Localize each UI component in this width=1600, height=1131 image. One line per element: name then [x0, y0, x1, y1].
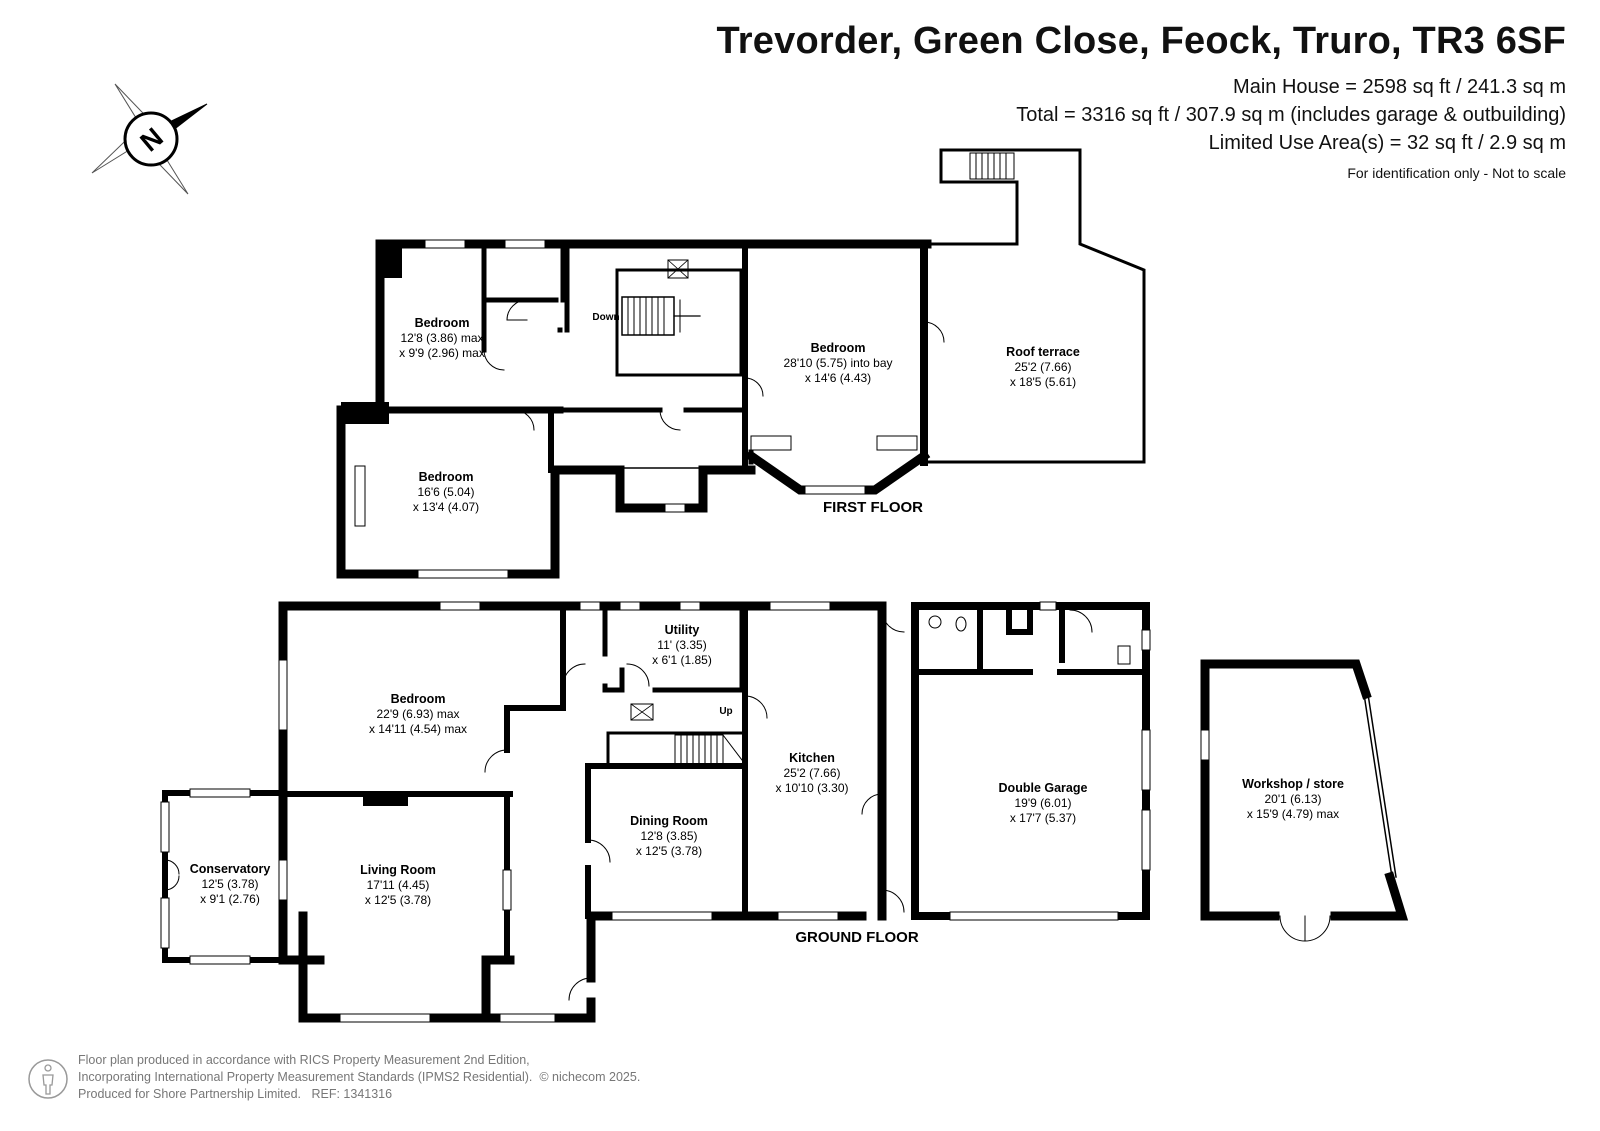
gf-room-dim1-6: 12'5 (3.78) — [202, 877, 259, 891]
limited-use-area: Limited Use Area(s) = 32 sq ft / 2.9 sq … — [1208, 132, 1566, 154]
ff-room-dim2-3: x 13'4 (4.07) — [413, 500, 479, 514]
gf-room-dim2-5: x 12'5 (3.78) — [636, 844, 702, 858]
ff-room-name-0: Bedroom — [415, 316, 470, 330]
total-area: Total = 3316 sq ft / 307.9 sq m (include… — [1016, 104, 1566, 126]
main-house-area: Main House = 2598 sq ft / 241.3 sq m — [1233, 76, 1566, 98]
gf-room-name-5: Dining Room — [630, 814, 708, 828]
ff-room-dim1-0: 12'8 (3.86) max — [401, 331, 484, 345]
ff-room-name-2: Roof terrace — [1006, 345, 1080, 359]
ff-room-dim2-0: x 9'9 (2.96) max — [399, 346, 485, 360]
first-floor-plan — [336, 148, 1146, 579]
footer-line-3-text: Produced for Shore Partnership Limited. — [78, 1087, 302, 1101]
ff-room-dim1-2: 25'2 (7.66) — [1015, 360, 1072, 374]
gf-stair-label: Up — [719, 706, 732, 717]
ff-room-dim2-2: x 18'5 (5.61) — [1010, 375, 1076, 389]
footer-line-1: Floor plan produced in accordance with R… — [78, 1053, 530, 1067]
scale-note: For identification only - Not to scale — [1347, 165, 1566, 181]
gf-room-dim2-0: x 6'1 (1.85) — [652, 653, 712, 667]
ground-floor-plan — [160, 601, 1409, 1023]
gf-room-name-4: Workshop / store — [1242, 777, 1344, 791]
ground-floor-label: GROUND FLOOR — [795, 929, 918, 946]
gf-room-dim2-4: x 15'9 (4.79) max — [1247, 807, 1339, 821]
gf-room-dim1-4: 20'1 (6.13) — [1265, 792, 1322, 806]
ff-room-dim1-1: 28'10 (5.75) into bay — [783, 356, 892, 370]
gf-room-name-2: Kitchen — [789, 751, 835, 765]
gf-room-name-7: Living Room — [360, 863, 436, 877]
gf-room-name-6: Conservatory — [190, 862, 271, 876]
footer-line-2-text: Incorporating International Property Mea… — [78, 1070, 533, 1084]
gf-room-name-3: Double Garage — [999, 781, 1088, 795]
gf-room-dim2-6: x 9'1 (2.76) — [200, 892, 260, 906]
footer-copyright: © nichecom 2025. — [539, 1070, 641, 1084]
gf-room-dim1-0: 11' (3.35) — [657, 638, 706, 652]
gf-room-dim1-1: 22'9 (6.93) max — [377, 707, 460, 721]
footer-line-3: Produced for Shore Partnership Limited. … — [78, 1086, 640, 1103]
gf-room-dim1-2: 25'2 (7.66) — [784, 766, 841, 780]
gf-room-name-1: Bedroom — [391, 692, 446, 706]
page-title: Trevorder, Green Close, Feock, Truro, TR… — [716, 20, 1566, 62]
footer-text: Floor plan produced in accordance with R… — [78, 1052, 640, 1103]
gf-room-dim1-3: 19'9 (6.01) — [1015, 796, 1072, 810]
gf-room-dim1-5: 12'8 (3.85) — [641, 829, 698, 843]
footer-ref: REF: 1341316 — [311, 1087, 393, 1101]
first-floor-label: FIRST FLOOR — [823, 499, 923, 516]
ff-stair-label: Down — [592, 312, 619, 323]
gf-room-dim2-2: x 10'10 (3.30) — [775, 781, 848, 795]
gf-room-dim1-7: 17'11 (4.45) — [367, 878, 430, 892]
gf-room-dim2-7: x 12'5 (3.78) — [365, 893, 431, 907]
gf-room-dim2-1: x 14'11 (4.54) max — [369, 722, 467, 736]
ff-room-name-1: Bedroom — [811, 341, 866, 355]
measurement-person-icon — [28, 1059, 68, 1099]
footer-line-2: Incorporating International Property Mea… — [78, 1069, 640, 1086]
compass-icon: N — [91, 83, 208, 195]
ff-room-dim1-3: 16'6 (5.04) — [418, 485, 475, 499]
ff-room-dim2-1: x 14'6 (4.43) — [805, 371, 871, 385]
ff-room-name-3: Bedroom — [419, 470, 474, 484]
gf-room-dim2-3: x 17'7 (5.37) — [1010, 811, 1076, 825]
gf-room-name-0: Utility — [665, 623, 700, 637]
